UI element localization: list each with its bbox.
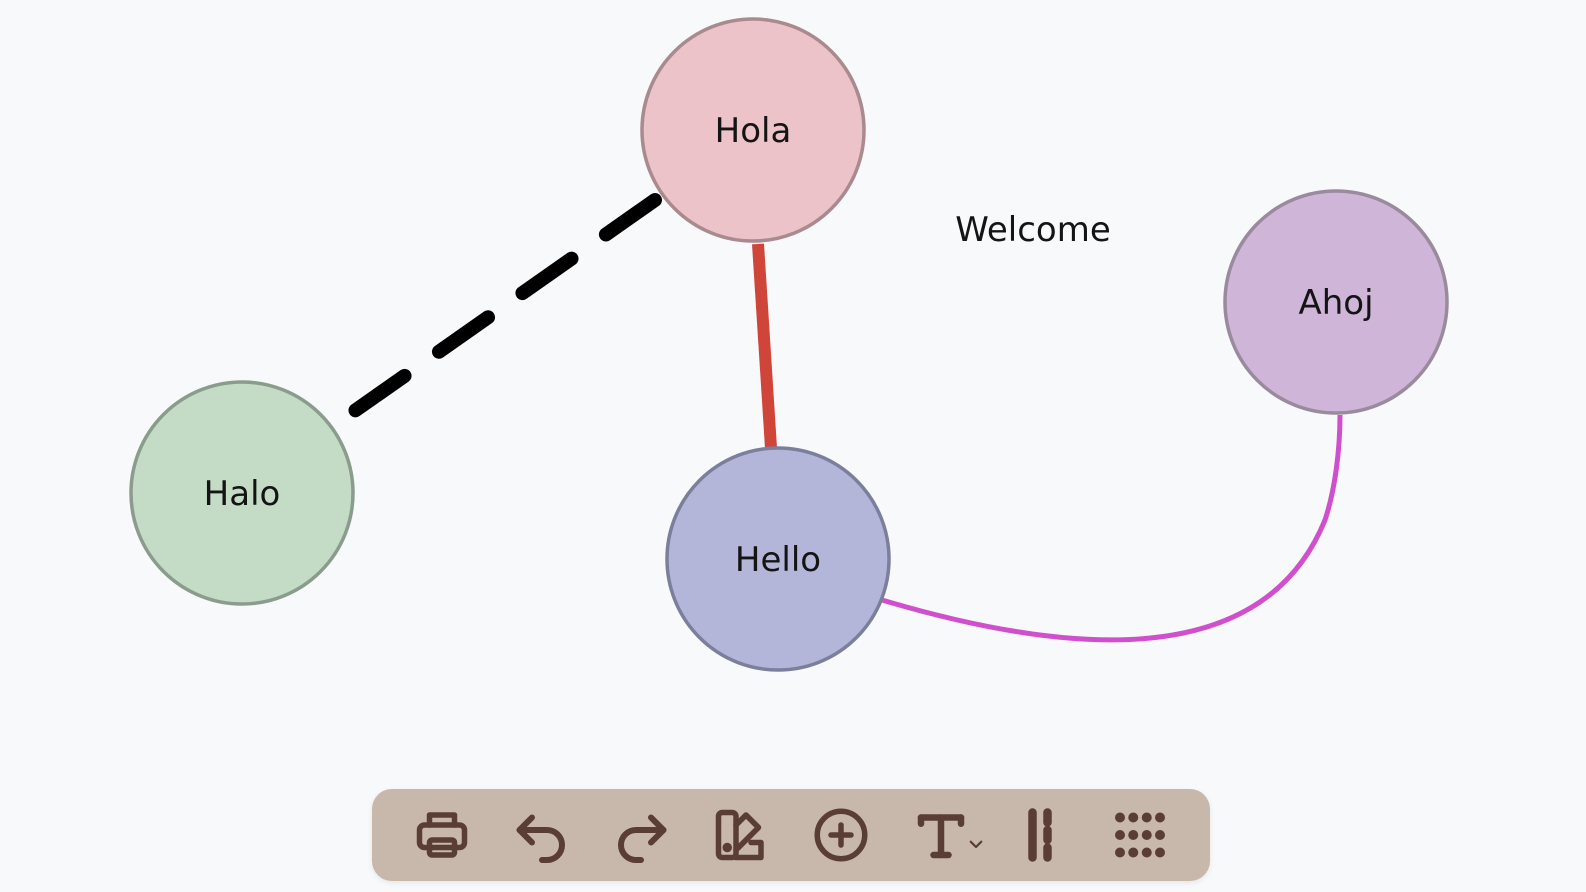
node-label: Hola [715,111,792,151]
grid-button[interactable] [1104,799,1176,871]
node-halo[interactable]: Halo [129,380,355,606]
color-palette-button[interactable] [705,799,777,871]
print-button[interactable] [406,799,478,871]
edge-hola-halo[interactable] [329,193,662,431]
grid-icon [1115,812,1166,858]
node-circle[interactable] [1223,189,1449,415]
edges-layer [329,193,1343,643]
add-node-icon [814,808,868,862]
node-hola[interactable]: Hola [640,17,866,243]
node-ahoj[interactable]: Ahoj [1223,189,1449,415]
node-label: Ahoj [1298,283,1373,323]
edge-style-icon [1028,808,1053,862]
node-hello[interactable]: Hello [665,446,891,672]
node-circle[interactable] [129,380,355,606]
edge-hola-hello[interactable] [752,243,777,449]
undo-icon [516,814,565,863]
bottom-toolbar [372,789,1210,881]
edge-style-button[interactable] [1004,799,1076,871]
chevron-down-icon [969,840,982,849]
node-label: Hello [735,540,821,580]
add-node-button[interactable] [805,799,877,871]
node-label: Halo [204,474,281,514]
text-tool-button[interactable] [905,799,982,871]
color-palette-icon [715,809,764,861]
text-icon [917,814,964,859]
node-circle[interactable] [665,446,891,672]
undo-button[interactable] [506,799,578,871]
redo-icon [618,814,667,863]
welcome-text[interactable]: Welcome [955,210,1111,250]
edge-hello-ahoj[interactable] [881,414,1343,643]
node-circle[interactable] [640,17,866,243]
print-icon [416,812,468,858]
redo-button[interactable] [605,799,677,871]
